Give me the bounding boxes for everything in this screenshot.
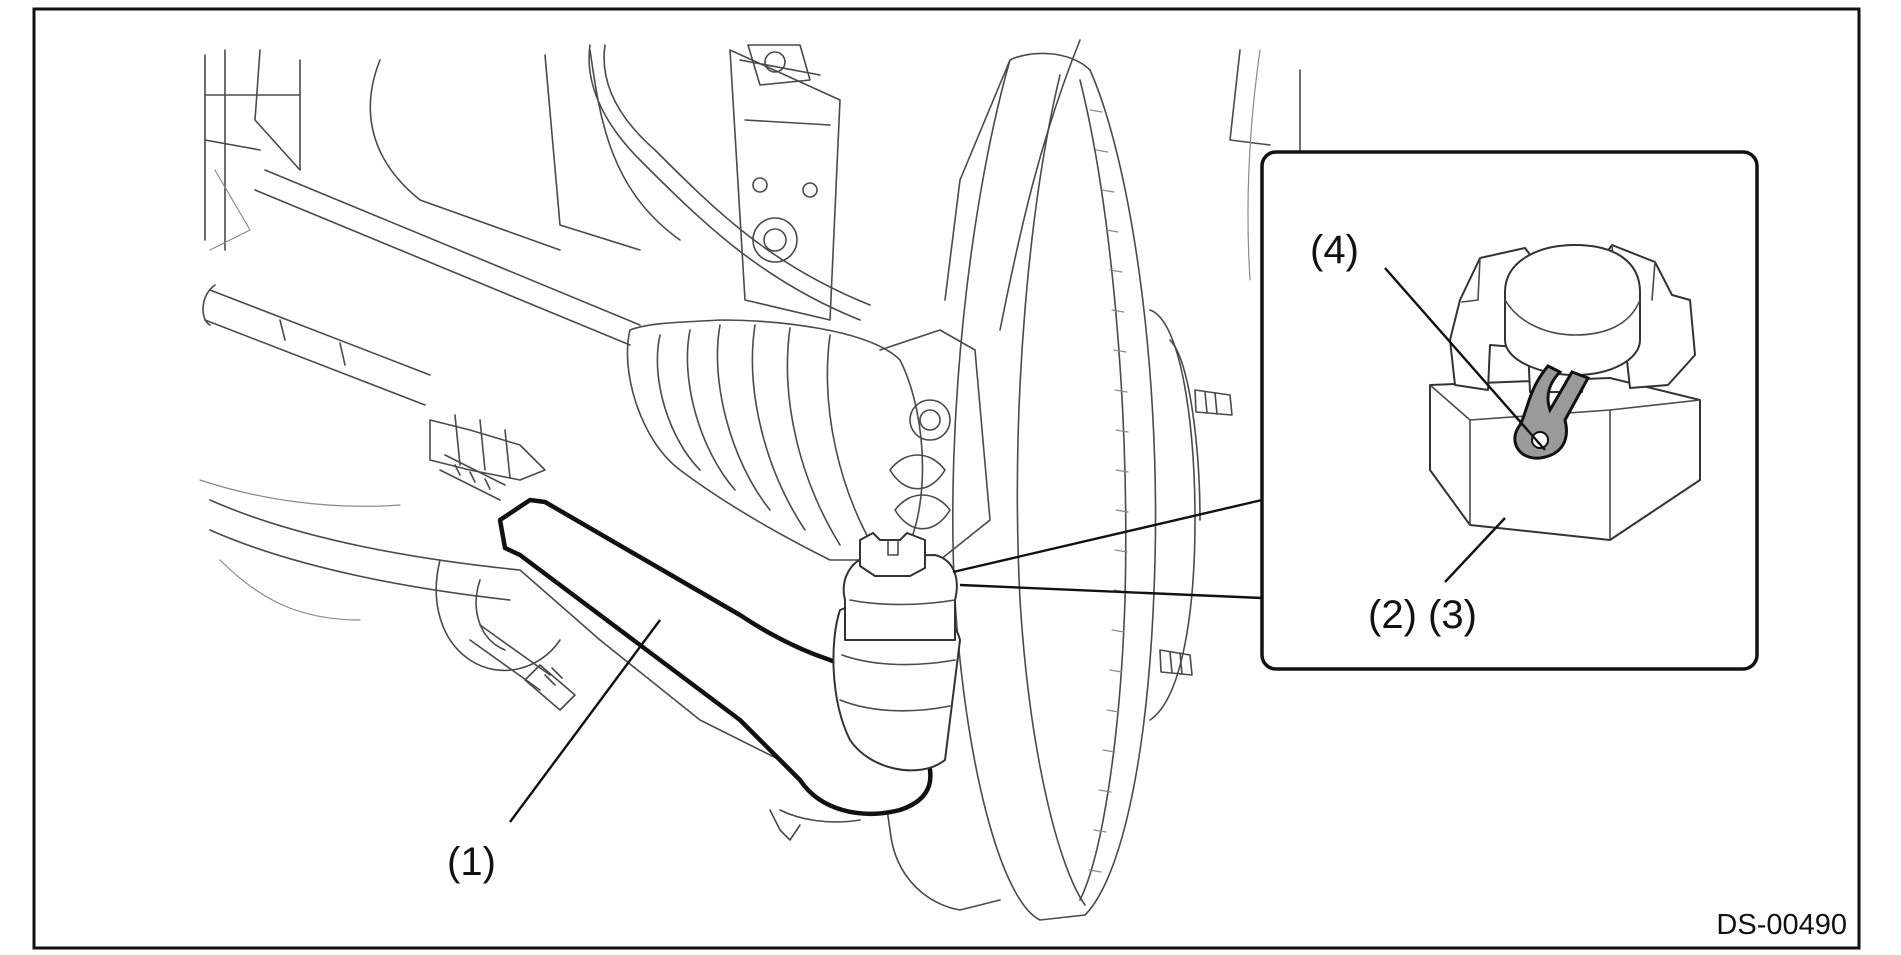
callout-label-2-3: (2) (3) [1368,593,1477,637]
leader-line-1 [509,619,661,823]
callout-label-1: (1) [447,840,496,884]
figure-code: DS-00490 [1716,909,1847,941]
background-line-art [199,39,1301,921]
rotor-vent-ticks [1088,109,1129,873]
leader-line-4 [1384,267,1546,451]
leader-line-2-3 [1444,517,1506,583]
outer-frame [32,7,1861,950]
callout-label-4: (4) [1310,228,1359,272]
inset-connector-lines [952,498,1263,600]
tie-rod-end [439,454,961,816]
inset-ball-stud-top [1504,244,1641,376]
castle-nut-slot [887,539,899,556]
